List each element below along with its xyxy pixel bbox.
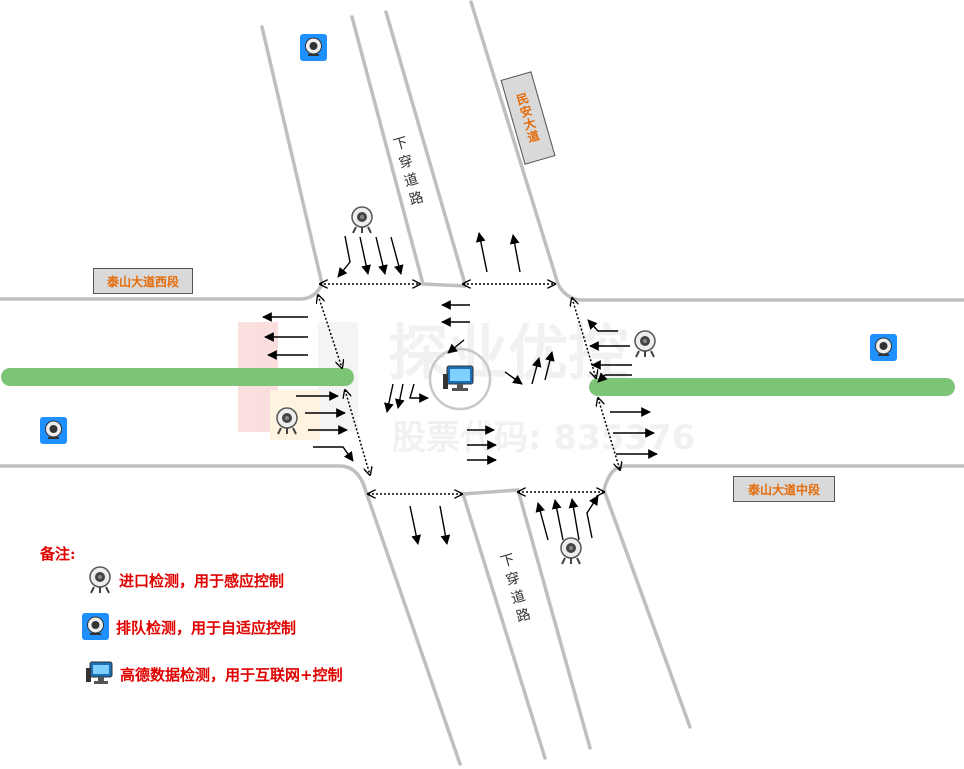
- arrow-north-straight-2: [375, 236, 388, 275]
- legend-item-queue-label: 排队检测，用于自适应控制: [116, 618, 297, 637]
- queue-detector-camera-icon: [82, 613, 109, 640]
- arrow-north-straight-3: [390, 236, 404, 275]
- crosswalk-west-lower: [345, 390, 370, 475]
- crosswalk-east: [572, 298, 596, 378]
- arrow-south-straight-3: [568, 498, 580, 541]
- south-underpass-right: [516, 488, 592, 750]
- road-label-east: 泰山大道中段: [733, 476, 835, 502]
- arrow-east-left-turn: [597, 372, 632, 383]
- entry-detector-camera-icon: [89, 566, 111, 594]
- center-circle: [428, 347, 492, 411]
- amap-computer-center: [443, 365, 474, 391]
- east-road-top-edge: [556, 282, 964, 302]
- west-road-bottom-edge: [0, 464, 365, 485]
- arrow-north-right-turn: [337, 235, 351, 278]
- camera-south-entry: [560, 537, 582, 565]
- queue-camera-north: [300, 34, 327, 61]
- arrow-south-exit-1: [409, 505, 421, 545]
- arrow-underpass-south-3: [409, 383, 429, 403]
- legend-item-queue: 排队检测，用于自适应控制: [82, 613, 296, 641]
- arrow-south-exit-2: [439, 505, 451, 545]
- arrow-underpass-west-3: [447, 339, 465, 354]
- arrow-underpass-north-3: [544, 351, 555, 381]
- arrow-north-exit-2: [509, 234, 521, 273]
- south-road-right-edge: [602, 488, 692, 729]
- watermark-code: 股票代码: 835376: [392, 418, 696, 458]
- underpass-north-cap: [421, 282, 467, 288]
- north-road-right-edge: [469, 0, 560, 286]
- legend-item-entry: 进口检测，用于感应控制: [87, 566, 284, 594]
- north-underpass-left: [350, 15, 425, 286]
- south-road-left-edge: [361, 481, 462, 766]
- crosswalk-west: [318, 295, 342, 368]
- arrow-underpass-south-1: [384, 383, 394, 413]
- legend: 备注:: [40, 543, 76, 564]
- queue-camera-east: [870, 334, 897, 361]
- arrow-underpass-south-2: [395, 383, 405, 409]
- north-road-left-edge: [260, 25, 324, 286]
- underpass-south-cap: [461, 488, 520, 496]
- arrow-south-straight-1: [535, 502, 549, 541]
- camera-west-entry: [276, 407, 298, 435]
- arrow-north-straight-1: [359, 236, 371, 275]
- arrow-underpass-north-2: [531, 357, 542, 385]
- arrow-west-right-turn: [313, 446, 354, 462]
- legend-item-amap-label: 高德数据检测，用于互联网+控制: [120, 665, 343, 684]
- north-underpass-right: [384, 10, 467, 286]
- camera-east-entry: [634, 330, 656, 358]
- legend-title: 备注:: [40, 545, 76, 563]
- legend-item-entry-label: 进口检测，用于感应控制: [119, 571, 285, 590]
- legend-item-amap: 高德数据检测，用于互联网+控制: [86, 660, 343, 688]
- south-underpass-left: [461, 492, 547, 760]
- arrow-underpass-north-1: [504, 371, 523, 385]
- queue-camera-west: [40, 417, 67, 444]
- crosswalk-east-lower: [598, 398, 620, 470]
- arrow-south-straight-2: [551, 499, 564, 541]
- road-label-west: 泰山大道西段: [93, 268, 193, 294]
- arrow-north-exit-1: [475, 232, 488, 273]
- amap-data-computer-icon: [86, 661, 113, 684]
- arrow-east-right-turn: [587, 319, 618, 332]
- arrow-south-right-turn: [586, 495, 599, 539]
- camera-north-entry: [351, 206, 373, 234]
